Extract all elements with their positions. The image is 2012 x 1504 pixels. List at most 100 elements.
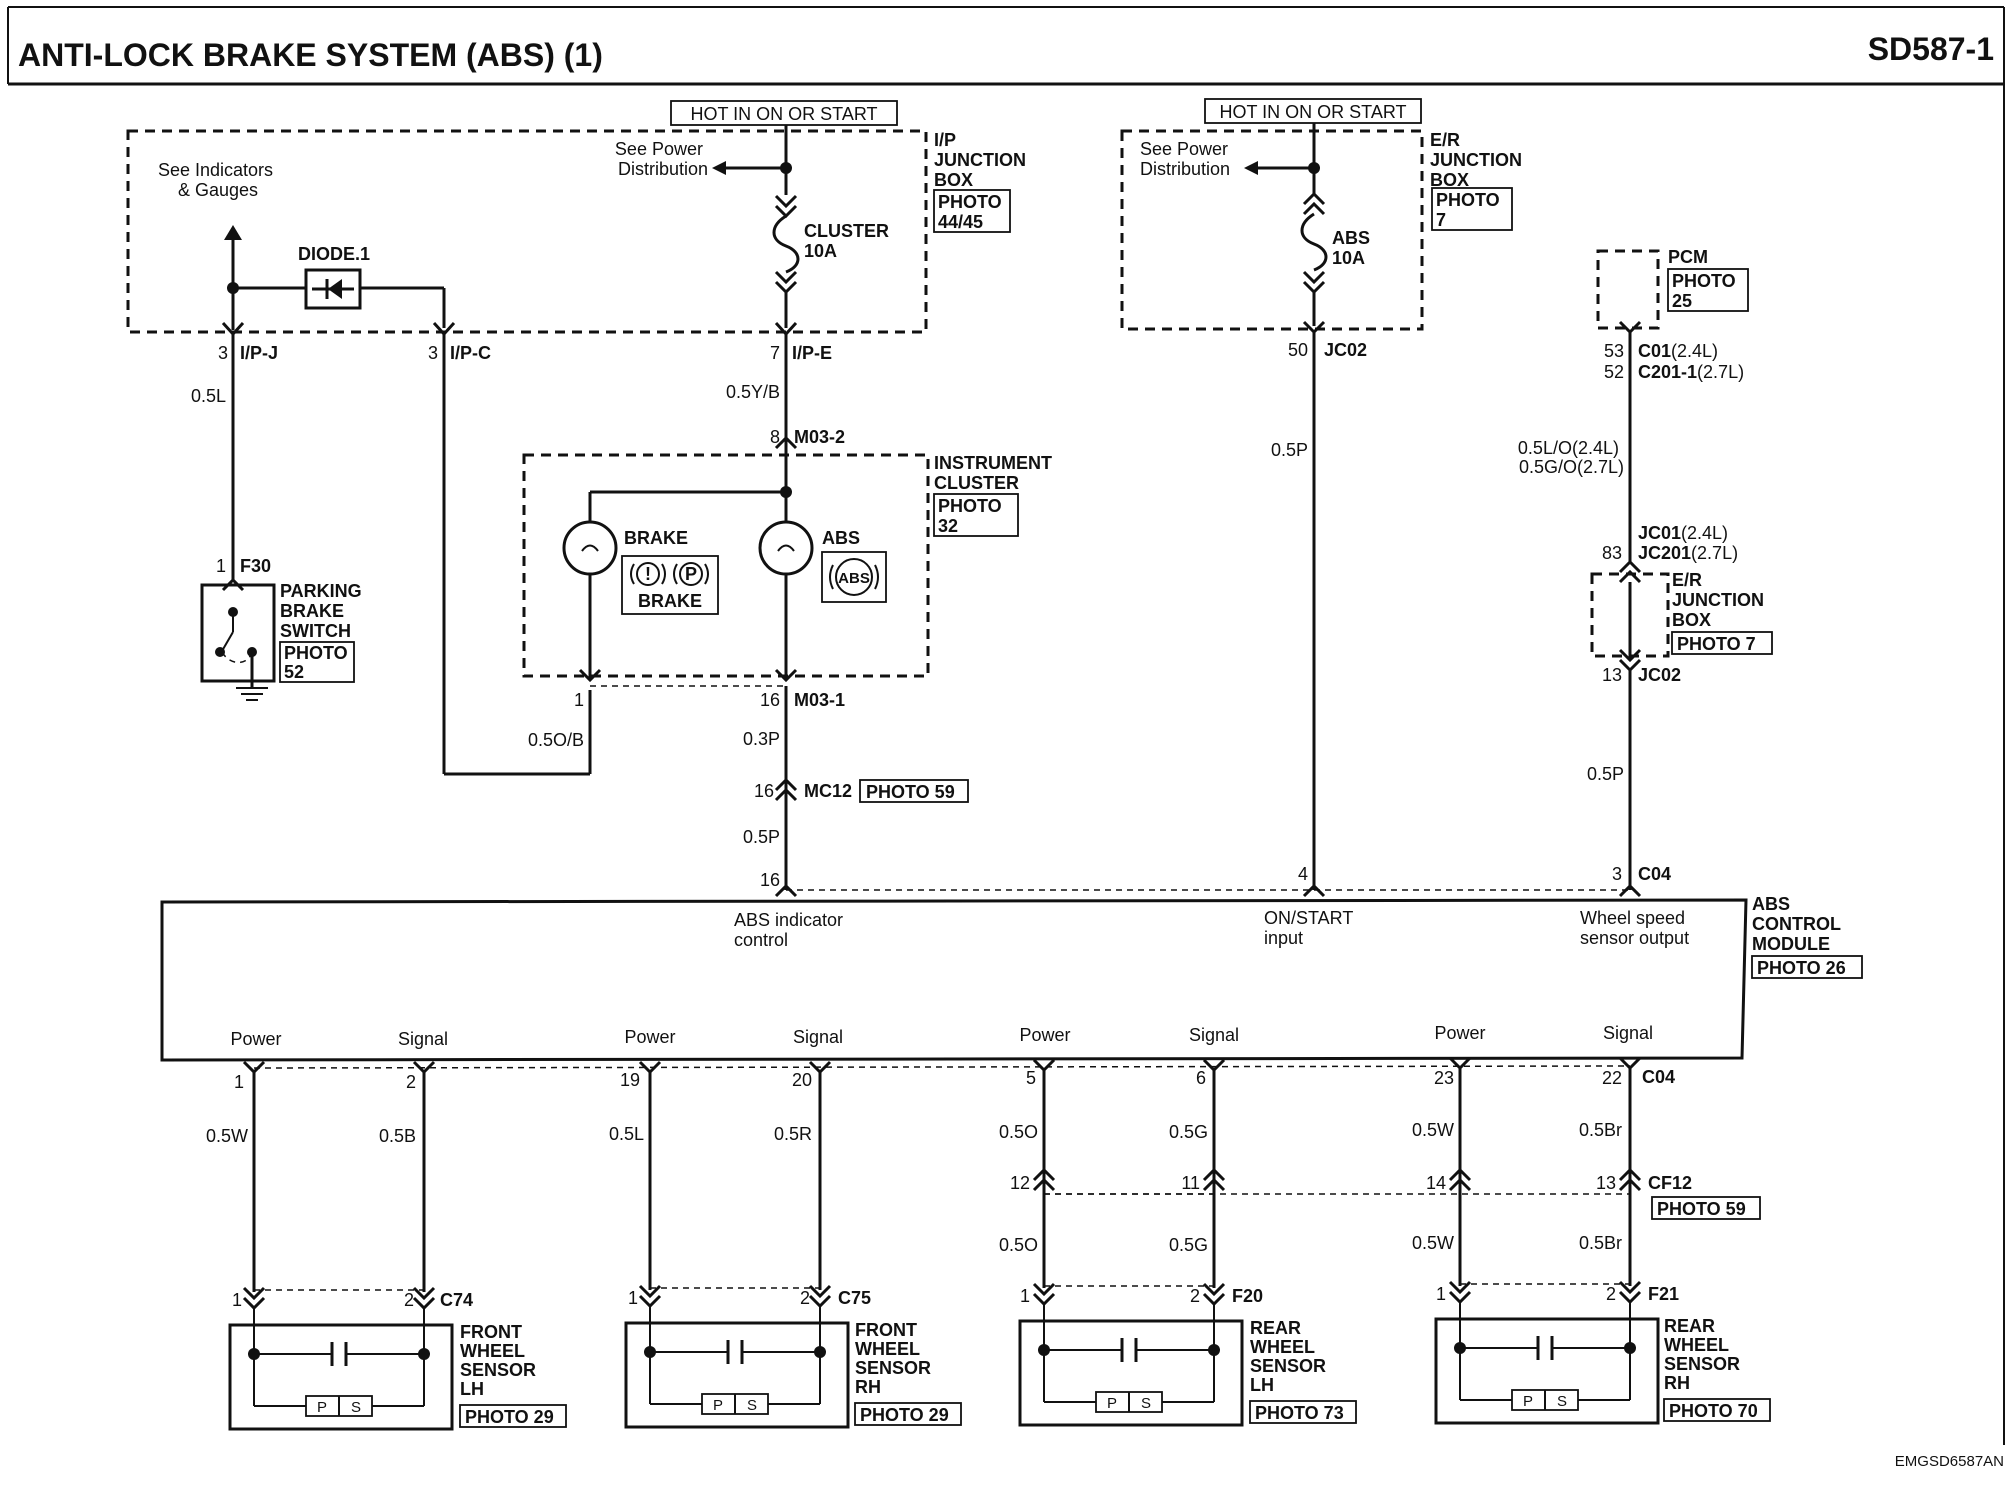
ip-box-outline <box>126 129 928 334</box>
s-label: S <box>1141 1395 1151 1412</box>
p-label: P <box>1523 1393 1533 1410</box>
pin-num: 1 <box>628 1288 638 1308</box>
abs-label: ABS <box>822 528 860 548</box>
pin-name: F30 <box>240 556 271 576</box>
sensor-box <box>624 1321 850 1429</box>
pin-num: 14 <box>1426 1173 1446 1193</box>
module-outline <box>160 898 1748 1062</box>
wire-color: 0.5W <box>1412 1233 1454 1253</box>
pin-num: 3 <box>428 343 438 363</box>
brake-sub-label: BRAKE <box>638 591 702 611</box>
pin-num: 4 <box>1298 864 1308 884</box>
sensor-photo: PHOTO 70 <box>1669 1401 1758 1421</box>
arrow-left-icon <box>1244 161 1258 175</box>
s-label: S <box>351 1399 361 1416</box>
pin-name: M03-1 <box>794 690 845 710</box>
cf12-photo: PHOTO 59 <box>1657 1199 1746 1219</box>
p-label: P <box>317 1399 327 1416</box>
pin-name: JC02 <box>1324 340 1367 360</box>
wire-color: 0.5Br <box>1579 1233 1622 1253</box>
sensor-name: REAR WHEEL SENSOR RH <box>1664 1316 1745 1393</box>
sensor-photo-box <box>459 1404 567 1428</box>
pin-num: 2 <box>1606 1284 1616 1304</box>
diode-label: DIODE.1 <box>298 244 370 264</box>
cf12-name: CF12 <box>1648 1173 1692 1193</box>
er-junction-box: HOT IN ON OR START E/R JUNCTION BOX PHOT… <box>1120 98 1522 890</box>
wire-color: 0.5L/O(2.4L) 0.5G/O(2.7L) <box>1518 438 1624 477</box>
pin-name: C201-1(2.7L) <box>1638 362 1744 382</box>
cluster-fuse-label: CLUSTER 10A <box>804 221 894 261</box>
sensor-front-rh: Power Signal 19 20 0.5L 0.5R 1 2 C75 P S… <box>609 1027 962 1429</box>
wire-color: 0.5O/B <box>528 730 584 750</box>
arrow-left-icon <box>712 161 726 175</box>
parking-title: PARKING BRAKE SWITCH <box>280 581 367 641</box>
abs-control-module: 16 4 3 C04 ABS indicator control ON/STAR… <box>160 864 1863 1087</box>
p-label: P <box>1107 1395 1117 1412</box>
signal-label: Signal <box>1603 1023 1653 1043</box>
cluster-title: INSTRUMENT CLUSTER <box>934 453 1057 493</box>
pin-num: 2 <box>800 1288 810 1308</box>
footer-code: EMGSD6587AN <box>1895 1453 2004 1470</box>
brake-warning-box <box>621 555 719 615</box>
pin-name: MC12 <box>804 781 852 801</box>
wire-color: 0.5R <box>774 1124 812 1144</box>
abs-warning-box <box>821 551 887 603</box>
er-box-outline <box>1120 129 1424 331</box>
pin-num: 1 <box>1436 1284 1446 1304</box>
er-jb2-photo-box <box>1671 631 1773 655</box>
p-label: P <box>713 1397 723 1414</box>
pcm-photo-box <box>1667 268 1749 312</box>
sensor-rear-rh: Power Signal 23 22 0.5W 0.5Br 14 13 CF12… <box>1044 1023 1771 1425</box>
sensor-photo: PHOTO 29 <box>860 1405 949 1425</box>
sensor-name: REAR WHEEL SENSOR LH <box>1250 1318 1331 1395</box>
ip-junction-box: HOT IN ON OR START I/P JUNCTION BOX PHOT… <box>126 100 1031 363</box>
wire-color: 0.5Y/B <box>726 382 780 402</box>
cf12-photo-box <box>1651 1196 1761 1220</box>
mc12-connector: 0.3P 16 MC12 PHOTO 59 0.5P <box>743 686 969 890</box>
wire-color: 0.5P <box>1271 440 1308 460</box>
pin-name: I/P-E <box>792 343 832 363</box>
pcm: PCM PHOTO 25 53 C01(2.4L) 52 C201-1(2.7L… <box>1518 247 1749 562</box>
cluster-outline <box>522 453 930 678</box>
sensor-box <box>1434 1317 1660 1425</box>
er-photo: PHOTO 7 <box>1436 190 1505 230</box>
see-indicators-gauges: See Indicators & Gauges <box>158 160 278 200</box>
sensor-photo: PHOTO 29 <box>465 1407 554 1427</box>
pin-name: I/P-J <box>240 343 278 363</box>
ipc-wire: 0.5O/B <box>442 334 592 776</box>
pin-name: JC02 <box>1638 665 1681 685</box>
pin-num: 1 <box>232 1290 242 1310</box>
connector-name: C74 <box>440 1290 473 1310</box>
signal-label: Signal <box>793 1027 843 1047</box>
pin-num: 1 <box>574 690 584 710</box>
pin-num: 1 <box>1020 1286 1030 1306</box>
s-label: S <box>747 1397 757 1414</box>
pin-name: I/P-C <box>450 343 491 363</box>
module-label: Wheel speed sensor output <box>1580 908 1690 948</box>
p-icon <box>679 562 703 586</box>
pin-num: 13 <box>1596 1173 1616 1193</box>
pin-num: 1 <box>216 556 226 576</box>
pin-num: 50 <box>1288 340 1308 360</box>
pcm-title: PCM <box>1668 247 1708 267</box>
wire-color: 0.5O <box>999 1122 1038 1142</box>
header: ANTI-LOCK BRAKE SYSTEM (ABS) (1) SD587-1 <box>7 6 2005 1445</box>
ip-photo-box <box>933 189 1011 233</box>
instrument-cluster: 0.5Y/B 8 M03-2 INSTRUMENT CLUSTER PHOTO … <box>522 334 1057 710</box>
power-label: Power <box>230 1029 281 1049</box>
module-label: ABS indicator control <box>734 910 848 950</box>
hot-label: HOT IN ON OR START <box>1219 102 1406 122</box>
module-label: ON/START input <box>1264 908 1358 948</box>
ip-box-title: I/P JUNCTION BOX <box>934 130 1031 190</box>
pin-num: 52 <box>1604 362 1624 382</box>
er-jb2-title: E/R JUNCTION BOX <box>1672 570 1769 630</box>
er-jb2-photo: PHOTO 7 <box>1677 634 1756 654</box>
cluster-photo: PHOTO 32 <box>938 496 1007 536</box>
parking-brake-switch: 0.5L 1 F30 PARKING BRAKE SWITCH PHOTO 52 <box>191 334 367 701</box>
pin-name: C04 <box>1642 1067 1675 1087</box>
pin-num: 16 <box>760 870 780 890</box>
pin-name: JC201(2.7L) <box>1638 543 1738 563</box>
sensor-photo-box <box>1249 1400 1357 1424</box>
fuse-icon <box>772 214 800 274</box>
